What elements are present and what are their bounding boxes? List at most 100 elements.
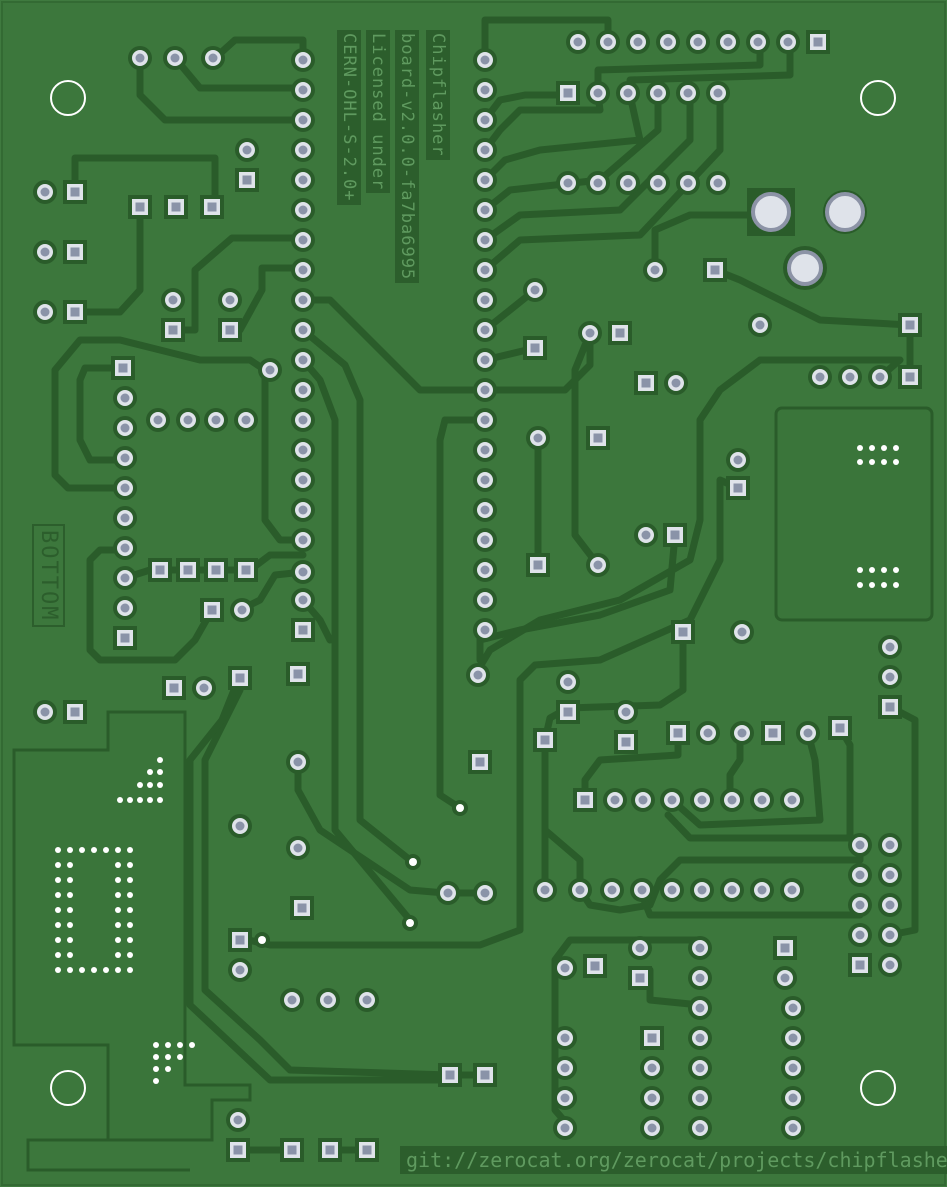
round-pad: [473, 881, 497, 905]
square-pad: [533, 728, 557, 752]
round-pad: [730, 721, 754, 745]
square-pad: [898, 313, 922, 337]
via-dot: [115, 847, 121, 853]
round-pad: [631, 788, 655, 812]
round-pad: [688, 1116, 712, 1140]
round-pad: [113, 386, 137, 410]
round-pad: [473, 138, 497, 162]
round-pad: [473, 408, 497, 432]
round-pad: [201, 46, 225, 70]
via-dot: [115, 967, 121, 973]
square-pad: [228, 666, 252, 690]
round-pad: [218, 288, 242, 312]
via-dot: [55, 937, 61, 943]
round-pad: [291, 468, 315, 492]
via-dot: [67, 862, 73, 868]
round-pad: [660, 878, 684, 902]
round-pad: [688, 966, 712, 990]
round-pad: [878, 953, 902, 977]
round-pad: [473, 168, 497, 192]
round-pad: [113, 596, 137, 620]
round-pad: [878, 923, 902, 947]
license-label: CERN-OHL-S-2.0+: [337, 30, 361, 205]
round-pad: [33, 300, 57, 324]
round-pad: [868, 365, 892, 389]
via-dot: [153, 1042, 159, 1048]
via-dot: [165, 1042, 171, 1048]
round-pad: [473, 438, 497, 462]
round-pad: [646, 81, 670, 105]
square-pad: [726, 476, 750, 500]
square-pad: [355, 1138, 379, 1162]
round-pad: [33, 180, 57, 204]
square-pad: [63, 180, 87, 204]
round-pad: [878, 635, 902, 659]
via-dot: [147, 769, 153, 775]
via-dot: [127, 877, 133, 883]
round-pad: [553, 956, 577, 980]
via-dot: [857, 582, 863, 588]
square-pad: [128, 195, 152, 219]
round-pad: [526, 426, 550, 450]
via: [402, 915, 418, 931]
square-pad: [671, 620, 695, 644]
square-pad: [204, 558, 228, 582]
via-dot: [153, 1054, 159, 1060]
via-dot: [127, 922, 133, 928]
square-pad: [761, 721, 785, 745]
square-pad: [640, 1026, 664, 1050]
round-pad: [646, 171, 670, 195]
square-pad: [608, 321, 632, 345]
via-dot: [91, 847, 97, 853]
via-dot: [857, 445, 863, 451]
round-pad: [720, 788, 744, 812]
round-pad: [848, 863, 872, 887]
via-dot: [55, 922, 61, 928]
via-dot: [157, 757, 163, 763]
round-pad: [228, 958, 252, 982]
round-pad: [808, 365, 832, 389]
round-pad: [436, 881, 460, 905]
round-pad: [556, 670, 580, 694]
round-pad: [878, 665, 902, 689]
via-dot: [857, 459, 863, 465]
round-pad: [234, 408, 258, 432]
round-pad: [533, 878, 557, 902]
round-pad: [628, 936, 652, 960]
via-dot: [881, 445, 887, 451]
round-pad: [630, 878, 654, 902]
round-pad: [192, 676, 216, 700]
square-pad: [235, 168, 259, 192]
round-pad: [676, 171, 700, 195]
square-pad: [176, 558, 200, 582]
via-dot: [165, 1066, 171, 1072]
round-pad: [688, 1056, 712, 1080]
via-dot: [67, 937, 73, 943]
via-dot: [115, 907, 121, 913]
via: [405, 854, 421, 870]
square-pad: [286, 662, 310, 686]
via-dot: [91, 967, 97, 973]
round-pad: [291, 528, 315, 552]
round-pad: [706, 81, 730, 105]
via-dot: [153, 1078, 159, 1084]
via-dot: [117, 797, 123, 803]
via-dot: [55, 967, 61, 973]
via-dot: [869, 582, 875, 588]
round-pad: [33, 700, 57, 724]
square-pad: [628, 966, 652, 990]
round-pad: [473, 288, 497, 312]
round-pad: [113, 536, 137, 560]
round-pad: [568, 878, 592, 902]
round-pad: [291, 378, 315, 402]
round-pad: [553, 1026, 577, 1050]
round-pad: [473, 498, 497, 522]
round-pad: [523, 278, 547, 302]
via-dot: [127, 797, 133, 803]
round-pad: [553, 1086, 577, 1110]
via-dot: [893, 582, 899, 588]
square-pad: [878, 695, 902, 719]
via-dot: [115, 922, 121, 928]
via-dot: [103, 967, 109, 973]
square-pad: [111, 356, 135, 380]
